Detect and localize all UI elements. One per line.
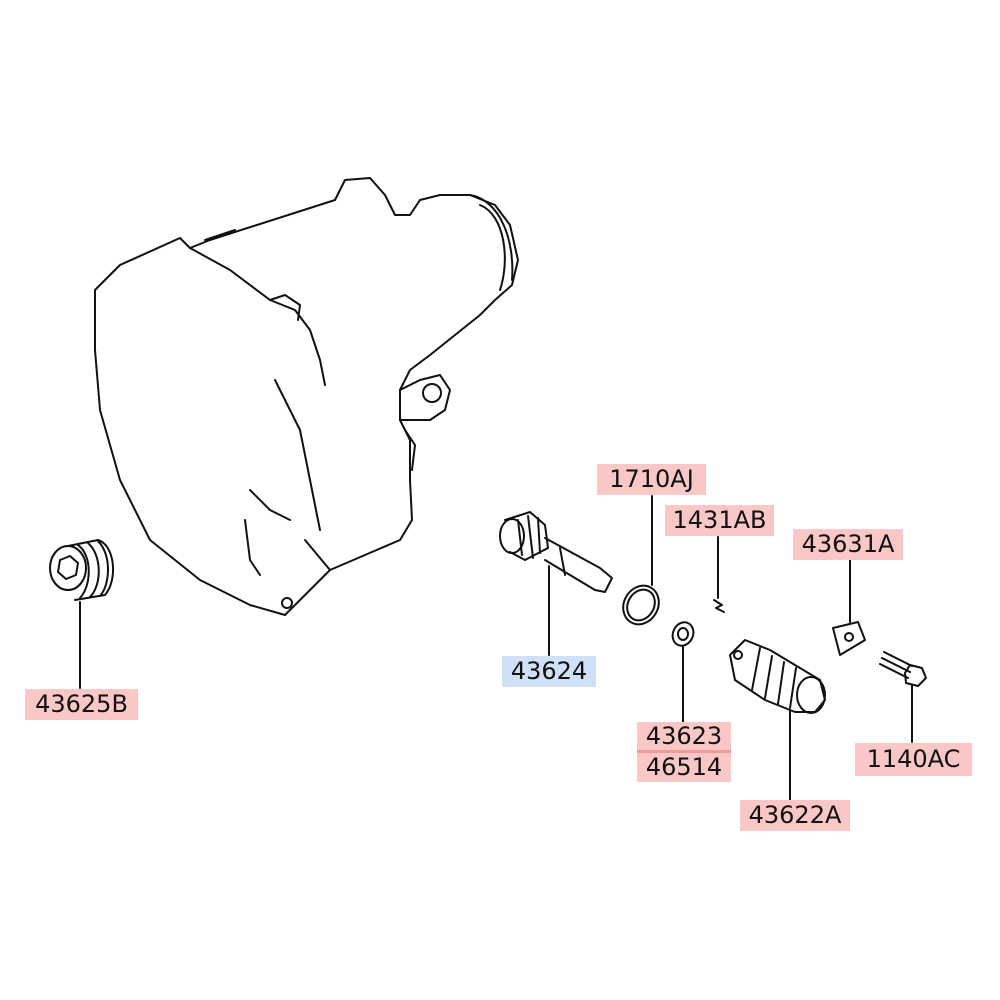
driven-gear-drawing (499, 511, 613, 593)
part-label-43624[interactable]: 43624 (502, 656, 596, 687)
transmission-housing-drawing (94, 177, 519, 616)
label-divider (637, 750, 731, 753)
bracket-drawing (832, 621, 866, 656)
seal-drawing (671, 621, 695, 647)
part-label-46514[interactable]: 46514 (637, 753, 731, 782)
part-label-1140AC[interactable]: 1140AC (855, 743, 972, 776)
pin-drawing (713, 599, 725, 613)
part-label-1431AB[interactable]: 1431AB (665, 505, 774, 536)
o-ring-drawing (622, 584, 660, 626)
bolt-drawing (879, 651, 927, 687)
part-label-43631A[interactable]: 43631A (793, 529, 903, 560)
part-label-stack: 43623 46514 (637, 722, 731, 782)
sleeve-drawing (729, 639, 826, 714)
part-label-43625B[interactable]: 43625B (25, 689, 138, 720)
part-label-43623[interactable]: 43623 (637, 722, 731, 750)
leader-lines (79, 495, 913, 801)
part-label-43622A[interactable]: 43622A (740, 800, 850, 831)
part-label-1710AJ[interactable]: 1710AJ (597, 464, 706, 495)
plug-drawing (49, 539, 115, 601)
